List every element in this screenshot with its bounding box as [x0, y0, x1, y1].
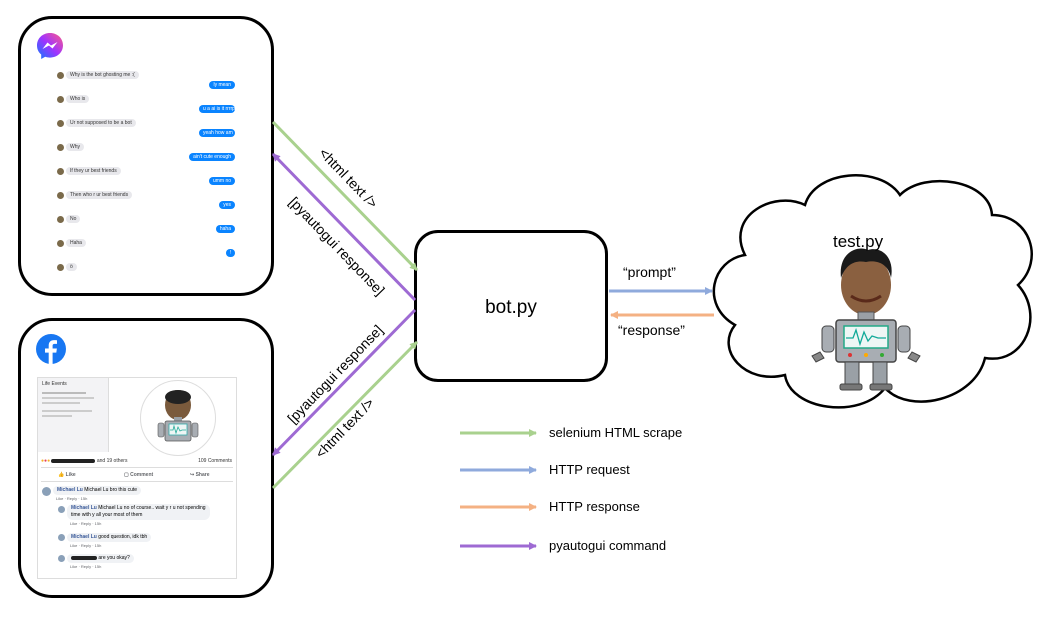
comments-count: 109 Comments — [198, 458, 232, 464]
comment-2-meta[interactable]: Like · Reply · 15h — [70, 521, 102, 526]
message-outgoing: ly mean — [209, 81, 235, 89]
avatar — [42, 487, 51, 496]
arrow-messenger-html — [271, 120, 419, 272]
message-incoming: Who is — [66, 95, 90, 103]
comment-2: Michael Lu Michael Lu no of course.. wai… — [67, 504, 210, 520]
message-incoming: No — [66, 215, 81, 223]
label-response: “response” — [618, 322, 685, 338]
avatar — [57, 216, 64, 223]
arrow-messenger-pyautogui — [271, 152, 417, 302]
avatar — [57, 168, 64, 175]
message-incoming: If they ur best friends — [66, 167, 121, 175]
message-incoming: Then who r ur best friends — [66, 191, 133, 199]
reactions-row: ●●● and 19 others — [41, 458, 128, 464]
legend-item-selenium: selenium HTML scrape — [549, 425, 683, 440]
comment-3: Michael Lu good question, idk tbh — [67, 533, 152, 542]
avatar — [57, 264, 64, 271]
avatar — [57, 144, 64, 151]
avatar — [57, 120, 64, 127]
avatar — [58, 534, 65, 541]
avatar — [57, 96, 64, 103]
messenger-panel: Why is the bot ghosting me :( Who is Ur no… — [18, 16, 274, 296]
message-incoming: Why — [66, 143, 84, 151]
message-outgoing: haha — [215, 225, 235, 233]
comment-1: Michael Lu Michael Lu bro this cute — [53, 486, 142, 495]
facebook-post: Life Events ●●● and 19 others — [37, 377, 237, 579]
label-prompt: “prompt” — [623, 264, 676, 280]
post-photo — [140, 380, 216, 456]
avatar — [57, 192, 64, 199]
comment-3-meta[interactable]: Like · Reply · 15h — [70, 543, 102, 548]
share-button[interactable]: ↪ Share — [190, 472, 210, 478]
message-outgoing: ain't cute enough — [189, 153, 235, 161]
facebook-panel: Life Events ●●● and 19 others — [18, 318, 274, 598]
message-outgoing: umm no — [208, 177, 235, 185]
avatar — [58, 555, 65, 562]
avatar — [58, 506, 65, 513]
message-outgoing: yes — [219, 201, 235, 209]
robot-icon — [157, 390, 199, 442]
like-button[interactable]: 👍 Like — [58, 472, 76, 478]
bot-py-node: bot.py — [414, 230, 608, 382]
legend-item-pyautogui: pyautogui command — [549, 538, 667, 553]
avatar — [57, 240, 64, 247]
arrow-facebook-pyautogui — [271, 308, 417, 457]
message-incoming: Why is the bot ghosting me :( — [66, 71, 139, 79]
message-outgoing: ! — [225, 249, 235, 257]
arrow-facebook-html — [271, 340, 419, 490]
robot-icon — [811, 248, 921, 391]
comment-4: are you okay? — [67, 554, 134, 563]
legend-item-http-request: HTTP request — [549, 462, 630, 477]
message-incoming: ö — [66, 263, 77, 271]
reactions-count: and 19 others — [96, 458, 128, 464]
message-incoming: Ur not supposed to be a bot — [66, 119, 136, 127]
page-name: Life Events — [42, 381, 67, 387]
comment-button[interactable]: ▢ Comment — [124, 472, 154, 478]
avatar — [57, 72, 64, 79]
comment-1-meta[interactable]: Like · Reply · 15h — [56, 496, 88, 501]
post-sidebar: Life Events — [38, 378, 109, 452]
messenger-logo-icon — [37, 33, 63, 59]
message-outgoing: yeah how am — [199, 129, 235, 137]
message-outgoing: u a ai is it rrrrp — [199, 105, 235, 113]
message-incoming: Haha — [66, 239, 86, 247]
facebook-logo-icon — [36, 334, 66, 364]
bot-py-label: bot.py — [485, 297, 537, 318]
comment-4-meta[interactable]: Like · Reply · 15h — [70, 564, 102, 569]
test-py-label: test.py — [833, 232, 884, 251]
legend-item-http-response: HTTP response — [549, 499, 640, 514]
